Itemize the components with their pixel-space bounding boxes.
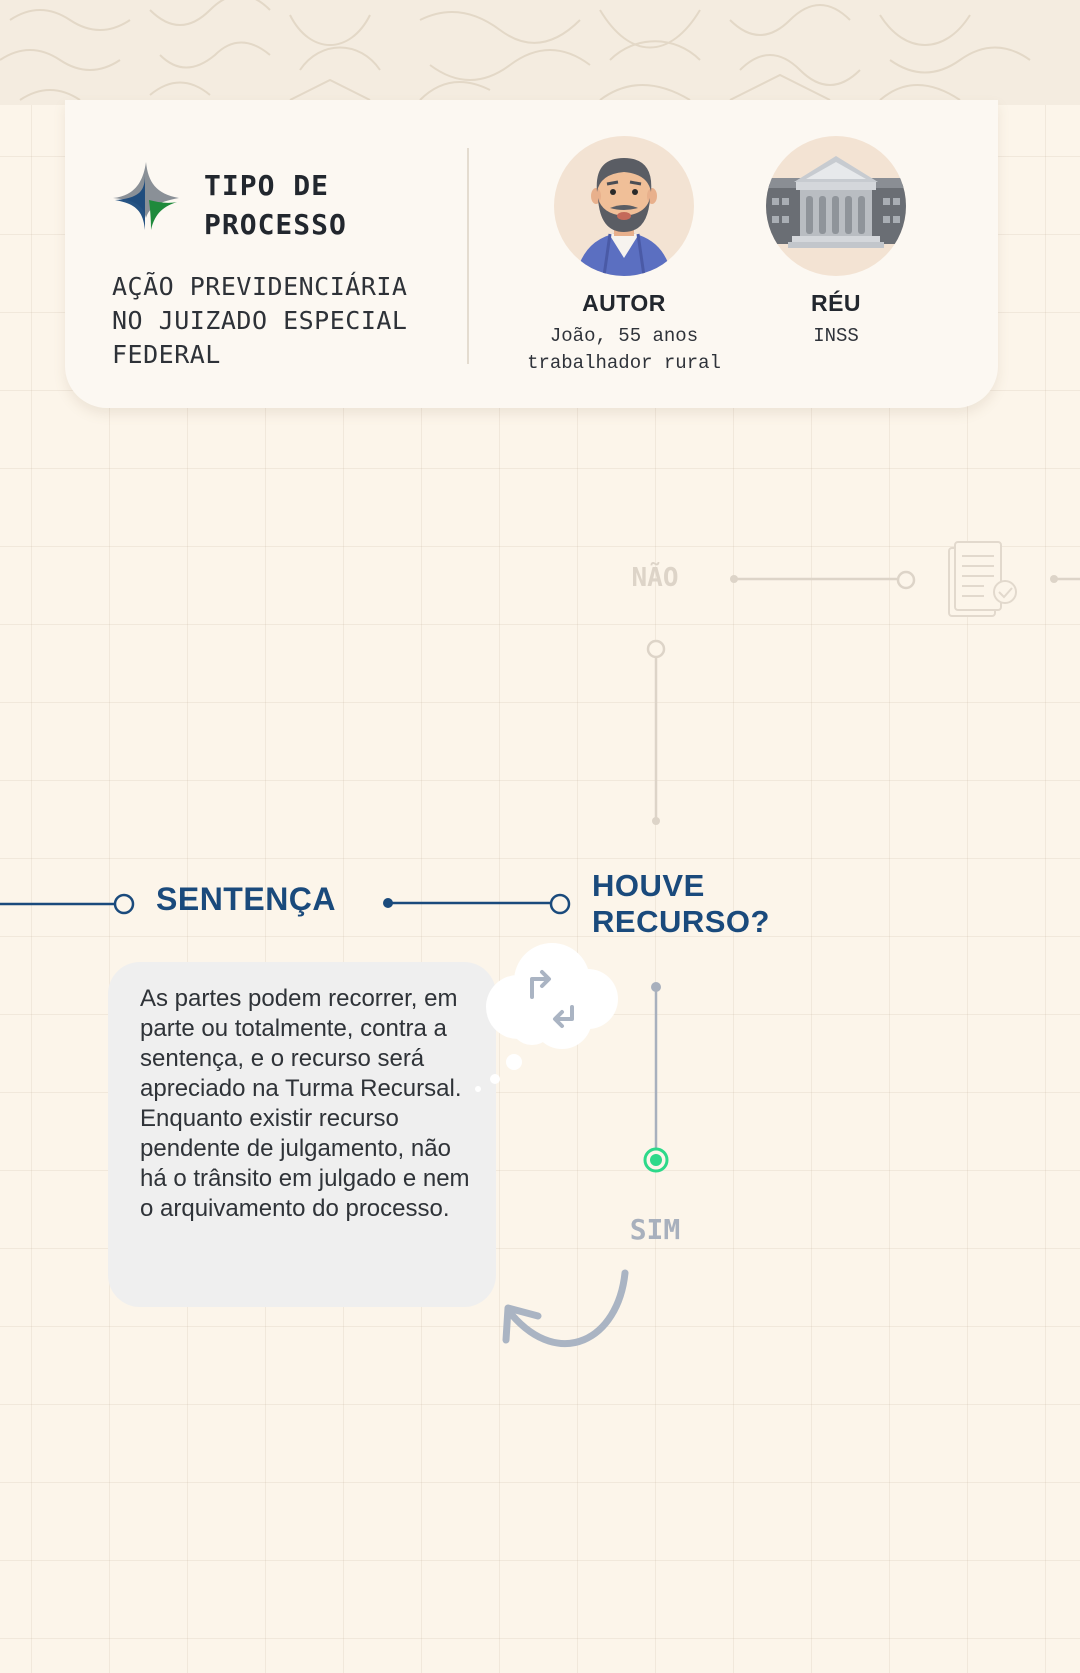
- thought-cloud: [475, 943, 618, 1092]
- autor-role: AUTOR: [582, 290, 666, 316]
- branch-yes-label: SIM: [629, 1213, 681, 1246]
- branch-no-label: NÃO: [631, 563, 679, 593]
- reu-role: RÉU: [810, 290, 862, 316]
- header-pattern-graphic: [0, 0, 1031, 101]
- no-branch-connector: [730, 570, 1080, 590]
- case-info-card: TIPO DE PROCESSO AÇÃO PREVIDENCIÁRIA NO …: [65, 100, 998, 408]
- reu-description: INSS: [813, 325, 859, 347]
- farmer-avatar-illustration: [576, 158, 672, 276]
- card-divider: [467, 148, 469, 364]
- curved-arrow-head: [502, 1304, 542, 1344]
- explanation-text: As partes podem recorrer, em parte ou to…: [140, 985, 470, 1222]
- explanation-box: As partes podem recorrer, em parte ou to…: [108, 962, 496, 1307]
- curved-return-arrow: [508, 1269, 629, 1347]
- document-check-icon: [948, 541, 1017, 617]
- step-sentenca-label: SENTENÇA: [156, 881, 337, 917]
- institution-building-illustration: [766, 156, 906, 248]
- autor-avatar: [554, 136, 694, 276]
- reu-avatar: [766, 136, 906, 276]
- main-flow-line: [0, 893, 571, 915]
- process-type-title: TIPO DE PROCESSO: [204, 169, 347, 241]
- no-branch-vertical: [646, 639, 666, 825]
- redirect-arrows-icon: [530, 970, 574, 1028]
- yes-branch-vertical: [643, 982, 669, 1173]
- party-autor: AUTOR João, 55 anos trabalhador rural: [504, 136, 744, 377]
- header-pattern: [0, 0, 1080, 105]
- step-question-label: HOUVE RECURSO?: [592, 868, 770, 939]
- party-reu: RÉU INSS: [716, 136, 956, 350]
- process-logo-icon: [113, 162, 179, 230]
- autor-description: João, 55 anos trabalhador rural: [527, 325, 721, 374]
- process-type-description: AÇÃO PREVIDENCIÁRIA NO JUIZADO ESPECIAL …: [112, 272, 408, 369]
